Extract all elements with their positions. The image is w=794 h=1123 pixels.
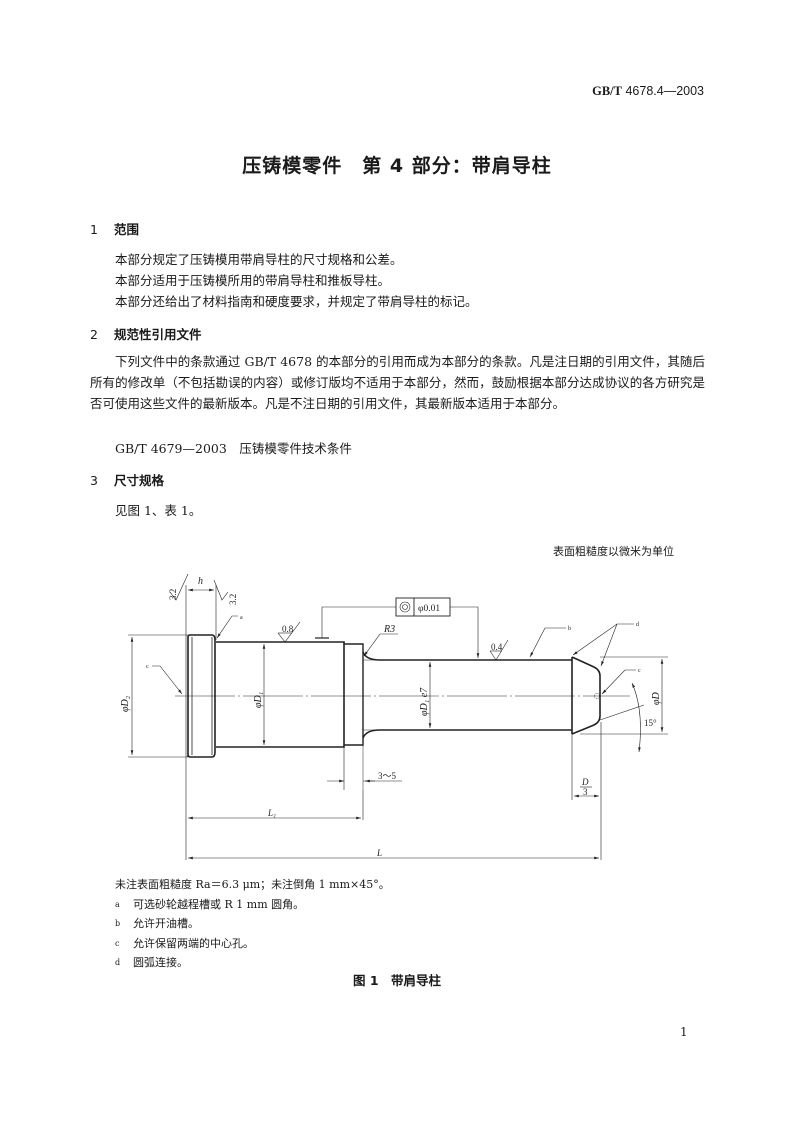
- dim-phi-d: φD: [651, 691, 662, 705]
- dim-phi-d2: φD₂: [120, 695, 131, 712]
- roughness-left: 3.2: [168, 589, 178, 600]
- roughness-right: 3.2: [228, 594, 238, 605]
- dim-l1: L₁: [267, 808, 276, 818]
- guide-pillar-drawing: h 3.2 3.2 0.8 0.4 R3 φ0.01 φD₂ φD₁ φD₁ e…: [120, 573, 668, 860]
- section-1-line-2: 本部分适用于压铸模所用的带肩导柱和推板导柱。: [115, 273, 391, 288]
- page-title: 压铸模零件 第 4 部分：带肩导柱: [242, 155, 552, 177]
- section-1-line-3: 本部分还给出了材料指南和硬度要求，并规定了带肩导柱的标记。: [115, 294, 478, 309]
- figure-caption: 图 1 带肩导柱: [352, 973, 442, 988]
- dim-phi-d1: φD₁: [253, 692, 264, 708]
- d-over-3-num: D: [581, 777, 589, 787]
- dim-l: L: [376, 848, 382, 858]
- normative-reference: GB/T 4679—2003 压铸模零件技术条件: [115, 441, 352, 456]
- roughness-guide: 0.4: [491, 642, 503, 652]
- groove-dim: 3～5: [378, 771, 397, 781]
- radius-label: R3: [383, 624, 395, 635]
- note-b-marker: b: [568, 626, 571, 632]
- general-note: 未注表面粗糙度 Ra＝6.3 μm；未注倒角 1 mm×45°。: [115, 878, 390, 891]
- tolerance-value: φ0.01: [418, 604, 440, 614]
- note-c-marker-right: c: [638, 668, 641, 674]
- unit-note: 表面粗糙度以微米为单位: [553, 545, 674, 558]
- dim-phi-d1-e7: φD₁ e7: [419, 687, 430, 716]
- d-over-3-den: 3: [583, 787, 588, 797]
- section-3-line-1: 见图 1、表 1。: [115, 503, 202, 518]
- section-1-line-1: 本部分规定了压铸模用带肩导柱的尺寸规格和公差。: [115, 252, 403, 267]
- section-2-paragraph: 下列文件中的条款通过 GB/T 4678 的本部分的引用而成为本部分的条款。凡是…: [90, 354, 705, 411]
- note-d-marker: d: [636, 622, 639, 628]
- dim-h: h: [198, 576, 203, 587]
- angle-label: 15°: [644, 718, 657, 728]
- note-c-marker-left: c: [146, 664, 149, 670]
- note-a-marker: a: [240, 615, 243, 621]
- roughness-d1: 0.8: [282, 624, 294, 634]
- page-number: 1: [680, 1025, 688, 1039]
- standard-code: GB/T 4678.4—2003: [592, 84, 704, 98]
